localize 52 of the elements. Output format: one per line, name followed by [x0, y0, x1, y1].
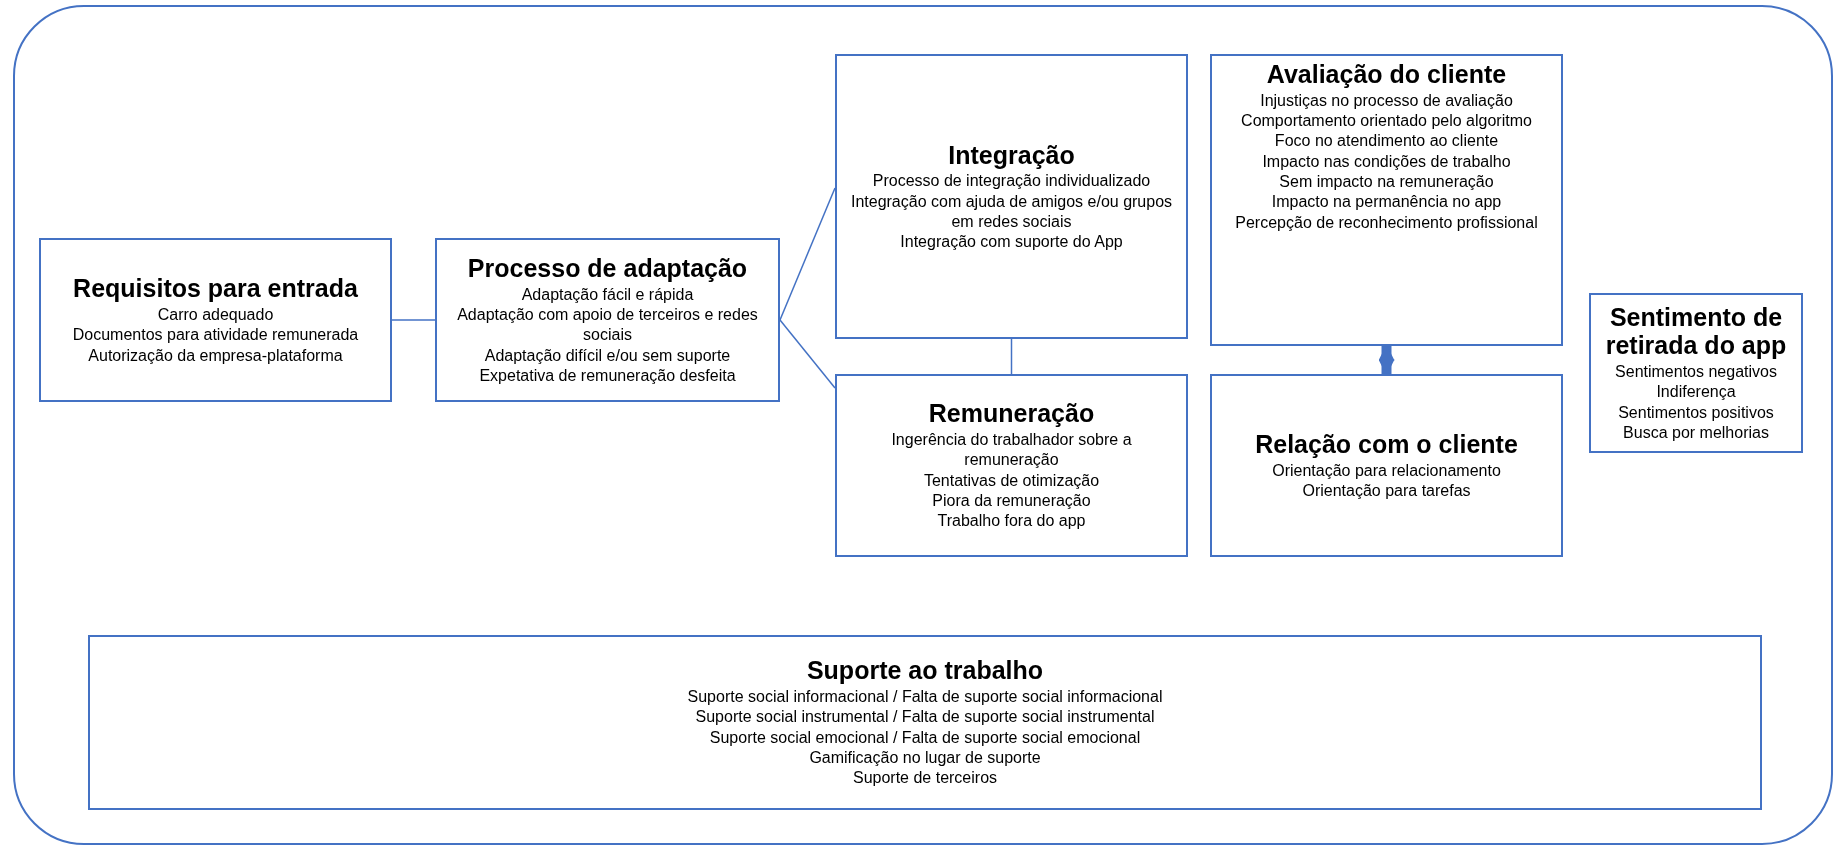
category-box [39, 238, 392, 402]
list-item: Suporte social instrumental / Falta de suporte social instrumental [695, 707, 1155, 728]
double-arrow [1378, 344, 1395, 376]
list-item: Foco no atendimento ao cliente [1274, 131, 1499, 152]
box-heading: Avaliação do cliente [1266, 60, 1507, 89]
category-box [1210, 374, 1563, 557]
list-item: Adaptação difícil e/ou sem suporte [484, 345, 731, 366]
connector-line [391, 319, 436, 321]
list-item: Documentos para atividade remunerada [72, 325, 359, 346]
list-item: Sentimentos positivos [1618, 402, 1774, 423]
box-heading: Relação com o cliente [1255, 429, 1518, 459]
box-heading: Integração [948, 140, 1075, 170]
list-item: Expetativa de remuneração desfeita [479, 365, 736, 386]
category-box [835, 54, 1188, 339]
list-item: Impacto nas condições de trabalho [1262, 151, 1511, 172]
list-item: Sentimentos negativos [1615, 362, 1777, 383]
list-item: Integração com suporte do App [900, 232, 1123, 253]
list-item: Processo de integração individualizado [872, 171, 1151, 192]
list-item: Carro adequado [157, 304, 274, 325]
list-item: Busca por melhorias [1623, 423, 1769, 444]
connector-line [779, 319, 836, 389]
list-item: Suporte social emocional / Falta de suporte social emocional [709, 727, 1141, 748]
list-item: Adaptação fácil e rápida [521, 284, 694, 305]
list-item: Suporte de terceiros [852, 768, 998, 789]
box-heading: Remuneração [928, 399, 1095, 429]
list-item: Injustiças no processo de avaliação [1260, 90, 1513, 111]
category-box [88, 635, 1762, 810]
list-item: Autorização da empresa-plataforma [88, 345, 343, 366]
category-box [1210, 54, 1563, 346]
list-item: Integração com ajuda de amigos e/ou grupos em redes sociais [849, 191, 1174, 232]
category-box [835, 374, 1188, 557]
list-item: Percepção de reconhecimento profissional [1235, 212, 1538, 233]
list-item: Orientação para tarefas [1302, 480, 1471, 501]
list-item: Impacto na permanência no app [1271, 192, 1502, 213]
list-item: Orientação para relacionamento [1272, 460, 1501, 481]
list-item: Ingerência do trabalhador sobre a remuneração [890, 430, 1133, 471]
category-box [1589, 293, 1803, 453]
list-item: Indiferença [1656, 382, 1736, 403]
box-heading: Sentimento de retirada do app [1604, 302, 1788, 361]
box-heading: Suporte ao trabalho [806, 656, 1044, 686]
list-item: Tentativas de otimização [923, 470, 1100, 491]
list-item: Trabalho fora do app [937, 511, 1086, 532]
list-item: Suporte social informacional / Falta de suporte social informacional [687, 687, 1163, 708]
list-item: Piora da remuneração [932, 491, 1091, 512]
category-box [435, 238, 780, 402]
list-item: Adaptação com apoio de terceiros e redes sociais [456, 304, 759, 346]
list-item: Comportamento orientado pelo algoritmo [1241, 111, 1532, 132]
box-heading: Processo de adaptação [467, 253, 748, 283]
list-item: Gamificação no lugar de suporte [809, 748, 1041, 769]
list-item: Sem impacto na remuneração [1279, 172, 1494, 192]
box-heading: Requisitos para entrada [73, 274, 358, 303]
connector-line [1010, 338, 1013, 375]
